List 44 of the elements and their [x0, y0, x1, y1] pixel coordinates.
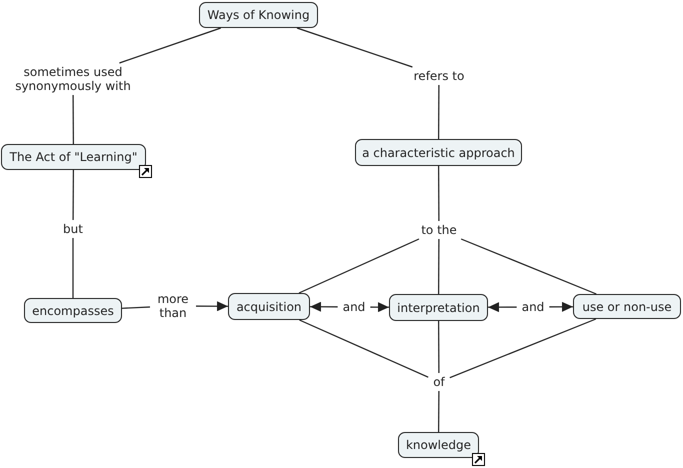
linking-phrase: sometimes used synonymously with [10, 63, 136, 95]
arrow [310, 302, 338, 312]
connector-line [72, 95, 74, 144]
arrow [370, 302, 389, 312]
concept-label: interpretation [397, 300, 480, 314]
connector-line [122, 306, 150, 309]
concept-label: use or non-use [582, 300, 672, 314]
concept-box [398, 432, 479, 458]
connector-line [438, 321, 440, 373]
arrow [488, 302, 517, 312]
connector-line [438, 166, 440, 221]
linking-phrase: refers to [408, 67, 470, 85]
concept-box [1, 144, 146, 170]
concept-label: acquisition [236, 300, 302, 314]
concept-box [228, 293, 310, 320]
connector-line [438, 85, 440, 139]
connector-line [460, 238, 597, 295]
connector-line [119, 27, 221, 64]
linking-phrase: and [516, 298, 550, 316]
connector-line [450, 318, 596, 378]
linking-phrase: more than [150, 290, 196, 322]
linking-phrase: of [428, 373, 450, 391]
concept-label: a characteristic approach [362, 146, 515, 160]
concept-box [24, 298, 122, 323]
concept-label: The Act of "Learning" [10, 150, 138, 164]
concept-box [199, 2, 318, 28]
connector-line [298, 238, 420, 294]
concept-box [355, 139, 522, 166]
concept-label: encompasses [32, 304, 114, 318]
arrow [549, 302, 573, 312]
concept-box [389, 294, 488, 321]
concept-label: knowledge [406, 438, 472, 452]
connector-line [438, 391, 440, 432]
arrow [196, 301, 228, 312]
linking-phrase: to the [416, 221, 462, 239]
linking-phrase: and [338, 298, 370, 316]
connector-line [72, 238, 74, 298]
concept-box [573, 294, 681, 319]
linking-phrase: but [58, 220, 88, 238]
connector-line [72, 170, 74, 220]
connector-line [299, 319, 428, 378]
concept-label: Ways of Knowing [207, 8, 310, 22]
connector-line [296, 27, 413, 68]
connector-line [438, 239, 440, 294]
